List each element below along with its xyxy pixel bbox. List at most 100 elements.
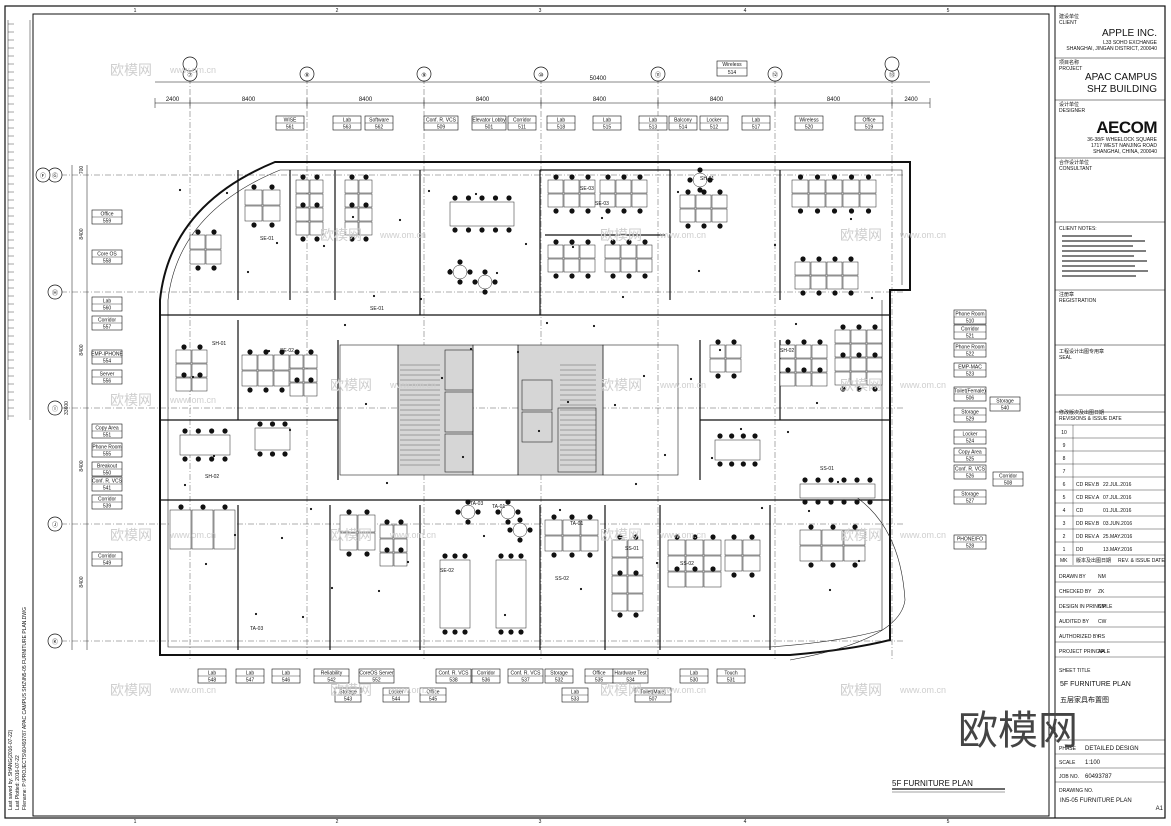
room-number: 546 (282, 678, 291, 684)
dim-left-2: 8400 (79, 344, 85, 355)
room-name: Corridor (961, 327, 979, 333)
room-name: Balcony (674, 118, 692, 124)
left-ruler (7, 20, 31, 420)
room-number: 554 (103, 359, 112, 365)
room-name: PHONE/FO (957, 537, 983, 543)
watermark-brand: 欧模网 (600, 227, 642, 243)
frame-col-4: 4 (744, 8, 747, 14)
room-name: Elevator Lobby (472, 118, 506, 124)
rev-no: 1 (1063, 547, 1066, 553)
dim-left-3: 33600 (64, 401, 70, 415)
rev-code: DD REV.B (1076, 521, 1100, 527)
rev-date: 07.JUL.2016 (1103, 495, 1132, 501)
room-number: 520 (805, 125, 814, 131)
rev-footer: REV. & ISSUE DATE (1118, 558, 1165, 564)
furniture-code: TA-01 (492, 504, 505, 510)
room-name: Core OS (97, 252, 117, 258)
scale-label: SCALE (1059, 760, 1076, 766)
room-number: 510 (966, 319, 975, 325)
designer-logo: AECOM (1096, 118, 1157, 137)
frame-col-bottom-2: 2 (336, 819, 339, 825)
room-name: Conf. R. VCS (92, 479, 123, 485)
room-name: Lab (571, 690, 580, 696)
dim-left-1: 8400 (79, 228, 85, 239)
frame-col-1: 1 (134, 8, 137, 14)
room-name: Copy Area (958, 450, 982, 456)
sheet-size: A1 (1156, 806, 1164, 812)
grid-label-left-1: Ⓗ (52, 289, 58, 297)
room-number: 543 (344, 697, 353, 703)
furniture-code: SE-03 (580, 186, 594, 192)
room-number: 524 (966, 439, 975, 445)
watermark-brand: 欧模网 (110, 682, 152, 698)
room-number: 558 (103, 259, 112, 265)
grid-bubble-left-4 (47, 633, 63, 649)
furniture-code-labels: SE-01SE-02SH-01SH-02SS-01SS-02TA-01TA-03… (205, 176, 834, 632)
room-name: Phone Room (955, 345, 984, 351)
room-name: Storage (961, 410, 979, 416)
room-number: 515 (603, 125, 612, 131)
room-name: Software (369, 118, 389, 124)
watermark-site: www.om.cn (899, 685, 946, 695)
room-number: 539 (103, 504, 112, 510)
rev-no: 3 (1063, 521, 1066, 527)
rev-no: 9 (1063, 443, 1066, 449)
consultant-label: CONSULTANT (1059, 166, 1092, 172)
job-label: JOB NO. (1059, 774, 1079, 780)
project-label-cn: 项目名称 (1059, 59, 1079, 66)
room-number: 522 (966, 352, 975, 358)
watermark-site: www.om.cn (659, 380, 706, 390)
dim-top-2: 8400 (359, 97, 373, 103)
watermark-brand: 欧模网 (320, 227, 362, 243)
grid-bubble-top-3 (533, 66, 549, 82)
room-name: Conf. R. VCS (955, 467, 986, 473)
room-number: 560 (103, 306, 112, 312)
signoff-label: PROJECT PRINCIPLE (1059, 649, 1111, 655)
room-name: Storage (996, 399, 1014, 405)
signoff-label: AUDITED BY (1059, 619, 1090, 625)
room-name: Toilet(Female) (954, 389, 986, 395)
grid-label-left-3: Ⓙ (52, 521, 58, 529)
furniture-code: SE-01 (260, 236, 274, 242)
room-name: Corridor (477, 671, 495, 677)
grid-bubble-top-4 (650, 66, 666, 82)
brand-watermark-large: 欧模网 (958, 708, 1078, 754)
project-label: PROJECT (1059, 66, 1082, 72)
room-name: EMP-MAC (958, 365, 982, 371)
frame-col-bottom-4: 4 (744, 819, 747, 825)
furniture-code: TA-03 (250, 626, 263, 632)
designer-address-3: SHANGHAI, CHINA, 200040 (1093, 149, 1157, 155)
room-name: Toilet(Male) (640, 690, 666, 696)
client-notes-label: CLIENT NOTES: (1059, 226, 1097, 232)
grid-bubble-top-2 (416, 66, 432, 82)
dim-left-0: 700 (79, 166, 85, 175)
dim-left-5: 8400 (79, 576, 85, 587)
grid-label-top-6: ⑬ (889, 71, 895, 79)
room-number: 534 (626, 678, 635, 684)
watermark-site: www.om.cn (389, 530, 436, 540)
phase-value: DETAILED DESIGN (1085, 746, 1139, 752)
revisions-label-cn: 修改版次及出图日期 (1059, 409, 1104, 416)
room-number: 508 (1004, 481, 1013, 487)
rev-code: CD REV.A (1076, 495, 1100, 501)
room-name: Lab (557, 118, 566, 124)
